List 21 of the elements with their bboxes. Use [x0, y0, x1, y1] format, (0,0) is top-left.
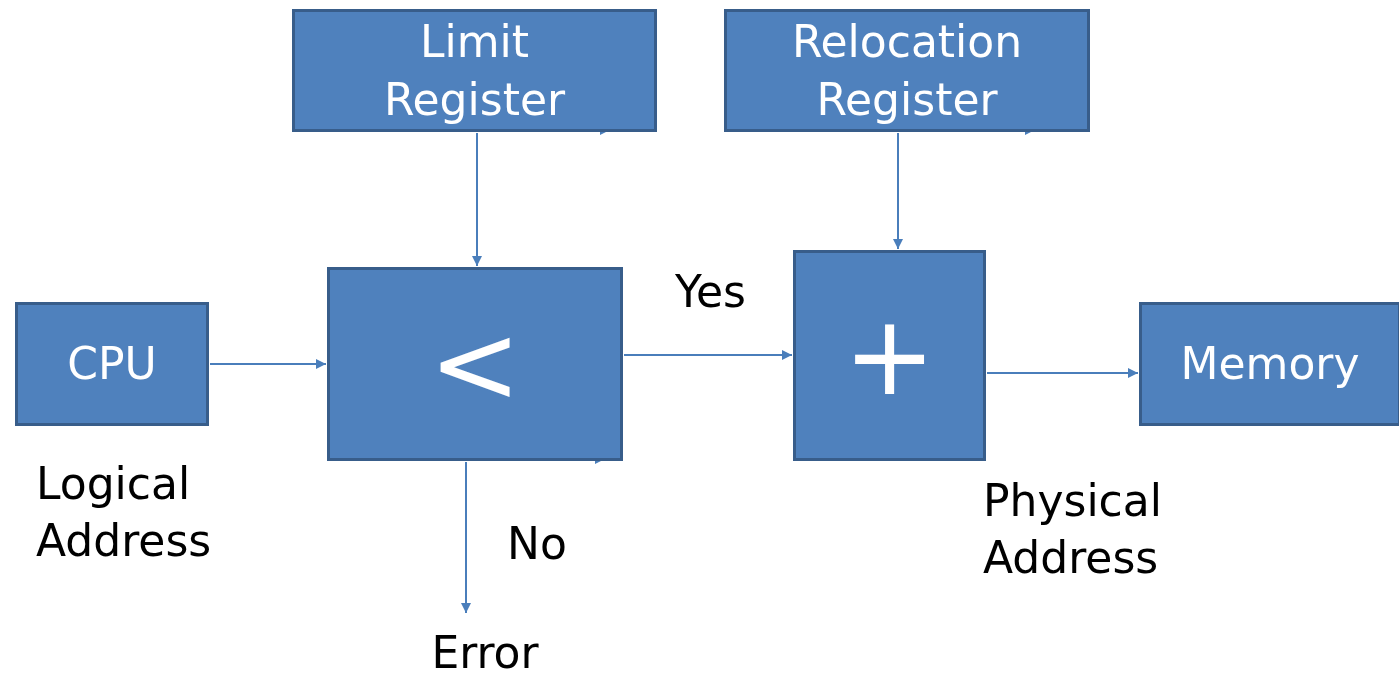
annotation-text: Logical Address: [36, 457, 213, 569]
operator-symbol: +: [843, 300, 936, 411]
arrow: [986, 368, 1139, 378]
node-label: Error: [420, 625, 550, 675]
arrow: [461, 461, 471, 614]
comparator-box: [327, 267, 623, 461]
adder-box: [793, 250, 986, 461]
node-label: Limit Register: [382, 15, 567, 127]
arrow: [623, 350, 793, 360]
operator-symbol: <: [428, 309, 522, 419]
arrow: [209, 359, 327, 369]
node-label: CPU: [67, 337, 157, 392]
process-box: [1139, 302, 1399, 426]
process-box: [724, 9, 1090, 132]
process-box: [292, 9, 657, 132]
arrow: [893, 132, 903, 250]
node-label: Relocation Register: [790, 15, 1024, 127]
process-box: [15, 302, 209, 426]
node-label: Memory: [1180, 337, 1360, 392]
arrow: [472, 132, 482, 267]
annotation-text: Physical Address: [983, 474, 1163, 586]
